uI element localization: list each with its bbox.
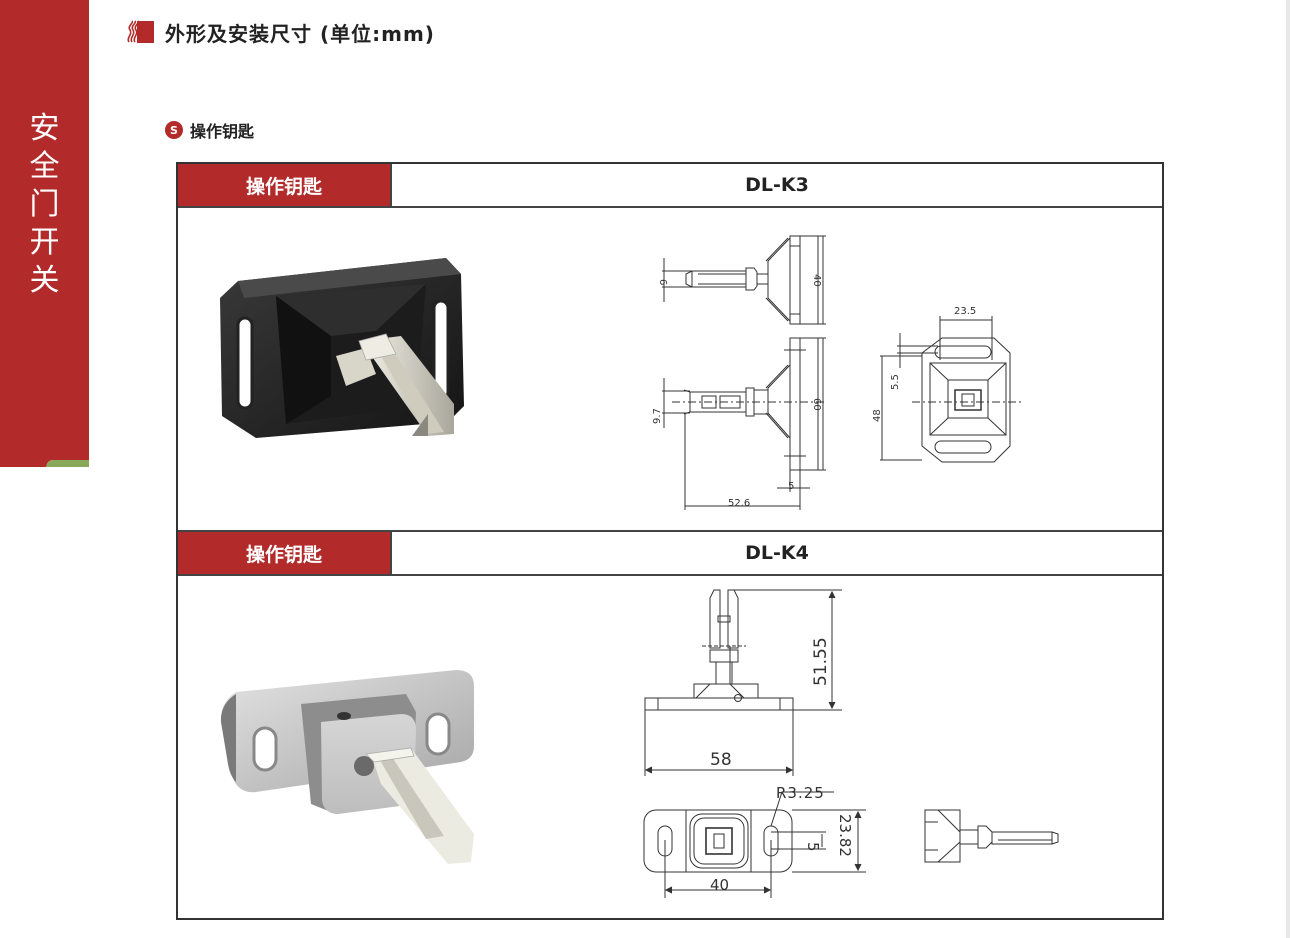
subsection-title: 操作钥匙 (190, 122, 255, 141)
dl-k4-dim-2382: 23.82 (836, 814, 854, 857)
row-divider (178, 530, 1162, 532)
dim-label: 23.5 (954, 306, 977, 317)
dimension-table: 操作钥匙 DL-K3 (176, 162, 1164, 920)
dim-label: 5.5 (890, 374, 901, 390)
dim-label: 40 (811, 274, 822, 287)
dl-k3-front-drawing (880, 316, 1022, 463)
dl-k3-dim-60: 60 (811, 398, 822, 411)
product-header-row: 操作钥匙 DL-K4 (178, 532, 1162, 576)
product-body-k3: 6 40 (178, 206, 1162, 530)
sidebar-char: 开 (29, 225, 60, 260)
dim-label: 58 (710, 750, 732, 770)
dl-k3-side-drawing-bottom (662, 337, 826, 510)
sidebar-char: 安 (29, 111, 60, 146)
s-bullet-icon: S (165, 121, 183, 139)
section-title: 外形及安装尺寸 (单位:mm) (165, 21, 435, 46)
subsection-heading: S 操作钥匙 (165, 118, 254, 142)
product-model: DL-K3 (745, 174, 809, 196)
product-label: 操作钥匙 (178, 532, 392, 574)
dim-label: 5 (788, 481, 795, 492)
dim-label: 23.82 (836, 814, 854, 857)
dl-k4-product-photo (220, 670, 474, 864)
product-model: DL-K4 (745, 542, 809, 564)
dim-label: 5 (804, 842, 822, 852)
dl-k3-product-photo (220, 258, 464, 438)
dl-k4-side-drawing (924, 809, 1059, 863)
dl-k3-dim-55: 5.5 (890, 374, 901, 390)
dim-label: 40 (710, 876, 730, 894)
product-body-k4: 51.55 58 R3.25 5 23.82 (178, 574, 1162, 918)
product-label: 操作钥匙 (178, 164, 392, 206)
dim-label: 60 (811, 398, 822, 411)
sidebar-tab: 安 全 门 开 关 (0, 0, 89, 460)
dl-k3-dim-40: 40 (811, 274, 822, 287)
product-header-row: 操作钥匙 DL-K3 (178, 164, 1162, 208)
section-stripes-icon (127, 20, 154, 43)
sidebar-char: 门 (29, 187, 60, 222)
page-edge (1286, 0, 1290, 938)
dim-label: 9.7 (652, 408, 663, 424)
sidebar-char: 关 (29, 263, 60, 298)
sidebar-tab-foot (0, 455, 89, 467)
dim-label: 6 (657, 279, 668, 285)
dl-k4-top-drawing (643, 791, 866, 898)
dl-k3-dim-97: 9.7 (652, 408, 663, 424)
dl-k4-dim-5155: 51.55 (811, 637, 831, 686)
dl-k3-side-drawing-top (662, 235, 826, 325)
dl-k4-front-drawing (644, 589, 842, 776)
dl-k4-dim-5: 5 (804, 842, 822, 852)
section-heading: 外形及安装尺寸 (单位:mm) (125, 16, 435, 48)
dim-label: 48 (872, 409, 883, 422)
dim-label: R3.25 (776, 784, 825, 802)
dim-label: 52.6 (728, 498, 751, 509)
dl-k3-dim-labels-top: 6 (657, 279, 668, 285)
sidebar-char: 全 (29, 149, 60, 184)
sidebar-category-title: 安 全 门 开 关 (0, 110, 89, 300)
dl-k3-dim-48: 48 (872, 409, 883, 422)
dim-label: 51.55 (811, 637, 831, 686)
